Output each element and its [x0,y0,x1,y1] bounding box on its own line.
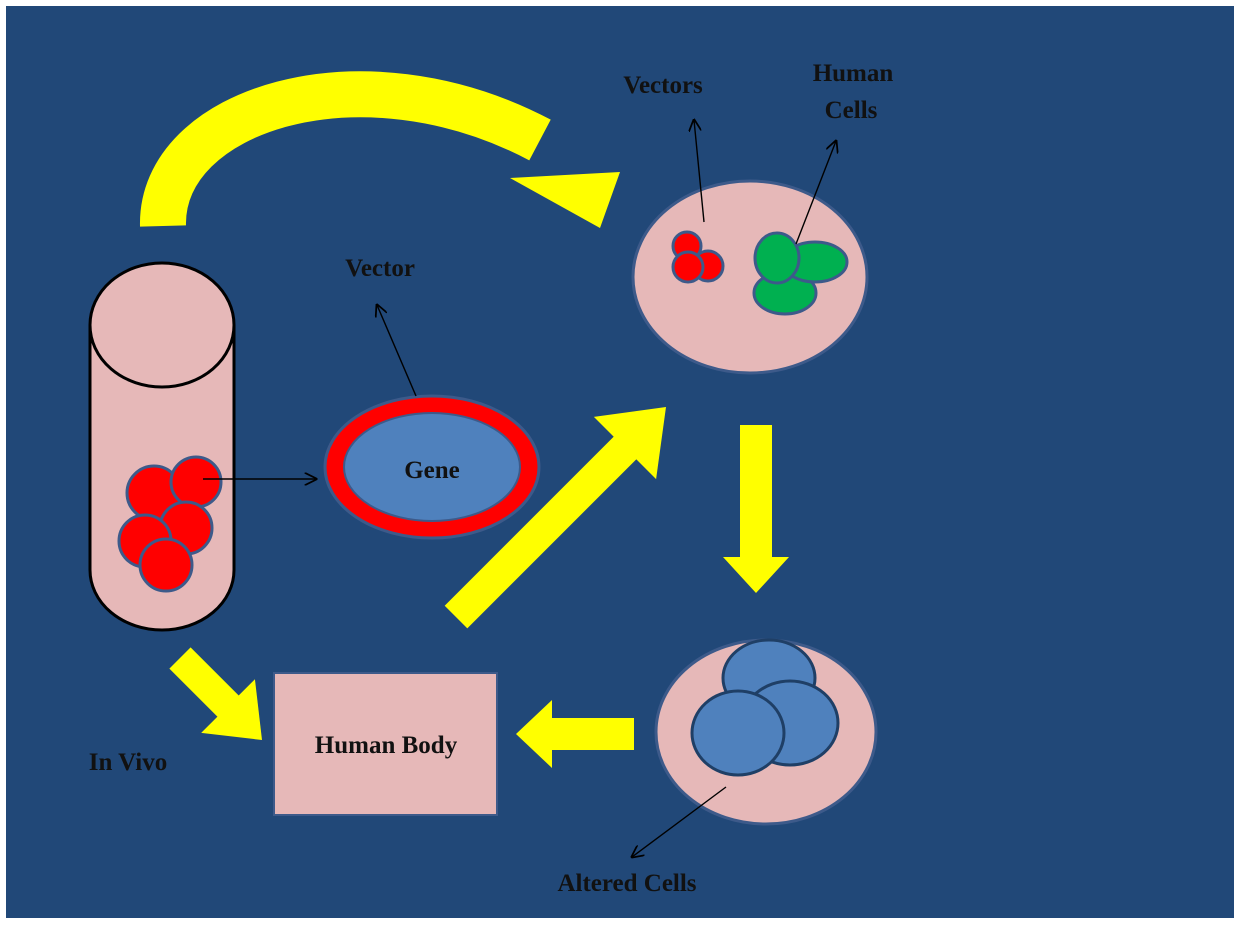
gene-label: Gene [404,457,460,484]
in-vivo-label: In Vivo [89,749,168,776]
vectors-label: Vectors [623,72,703,99]
test-tube-icon [90,263,234,630]
altered-cells-label: Altered Cells [557,870,696,897]
human-cells-label-line2: Cells [825,97,878,124]
human-cells-label-line1: Human [813,60,894,87]
cell-culture-icon [656,640,876,824]
human-body-label: Human Body [315,732,458,759]
petri-dish-icon [633,181,867,373]
vector-label: Vector [345,255,415,282]
